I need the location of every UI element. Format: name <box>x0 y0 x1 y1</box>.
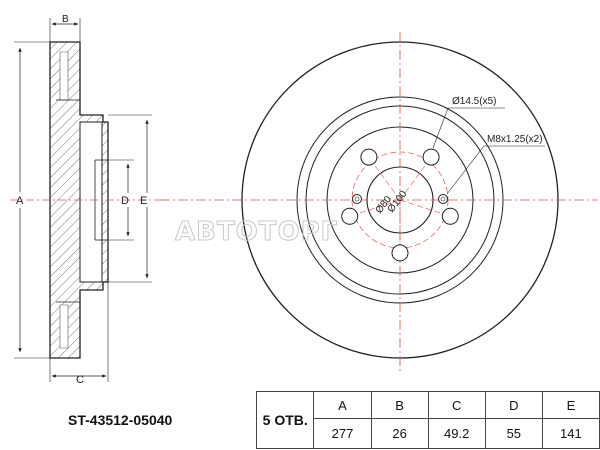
brake-disc-drawing: A B C D E <box>10 14 598 386</box>
spec-header-c: C <box>427 390 486 420</box>
bolt-holes <box>341 148 459 262</box>
spec-value-a: 277 <box>313 418 372 449</box>
spec-value-b: 26 <box>370 418 429 449</box>
threaded-holes <box>352 194 448 204</box>
spec-value-e: 141 <box>541 418 600 449</box>
threaded-hole-callout: M8x1.25(x2) <box>487 134 543 145</box>
dimension-a <box>14 41 50 359</box>
spec-header-d: D <box>484 390 543 420</box>
part-number: ST-43512-05040 <box>68 412 173 428</box>
side-section-view <box>10 41 165 359</box>
front-view <box>160 32 598 372</box>
bolt-hole <box>441 207 459 225</box>
hub-face <box>79 121 103 283</box>
dimension-c-label: C <box>76 374 84 386</box>
bolt-hole-callout: Ø14.5(x5) <box>452 96 496 107</box>
dimension-b-label: B <box>62 14 69 25</box>
threaded-hole <box>352 194 362 204</box>
dimension-b <box>49 18 81 42</box>
dimension-e <box>108 114 152 283</box>
bolt-hole <box>391 244 409 262</box>
bolt-hole <box>422 148 440 166</box>
spec-value-c: 49.2 <box>427 418 486 449</box>
spec-header-b: B <box>370 390 429 420</box>
dimension-a-label: A <box>16 195 24 207</box>
spec-table: 5 ОТВ. A B C D E 277 26 49.2 55 141 <box>255 390 600 449</box>
spec-header-e: E <box>541 390 600 420</box>
spec-header-row: 5 ОТВ. A B C D E <box>255 390 600 449</box>
threaded-hole <box>354 196 360 202</box>
threaded-hole-leader <box>446 145 545 195</box>
threaded-hole <box>438 194 448 204</box>
dimension-d <box>108 159 134 241</box>
watermark: ABTOTOPГ <box>175 217 338 247</box>
spec-value-row: 277 26 49.2 55 141 <box>257 418 600 449</box>
bolt-hole <box>341 207 359 225</box>
dimension-c <box>49 282 109 382</box>
spec-value-d: 55 <box>484 418 543 449</box>
bolt-hole-leader <box>432 107 505 149</box>
dimension-e-label: E <box>140 195 147 207</box>
threaded-hole <box>440 196 446 202</box>
dimension-d-label: D <box>121 195 129 207</box>
spec-header-a: A <box>313 390 372 420</box>
bolt-hole <box>360 148 378 166</box>
holes-count-cell: 5 ОТВ. <box>255 391 315 449</box>
